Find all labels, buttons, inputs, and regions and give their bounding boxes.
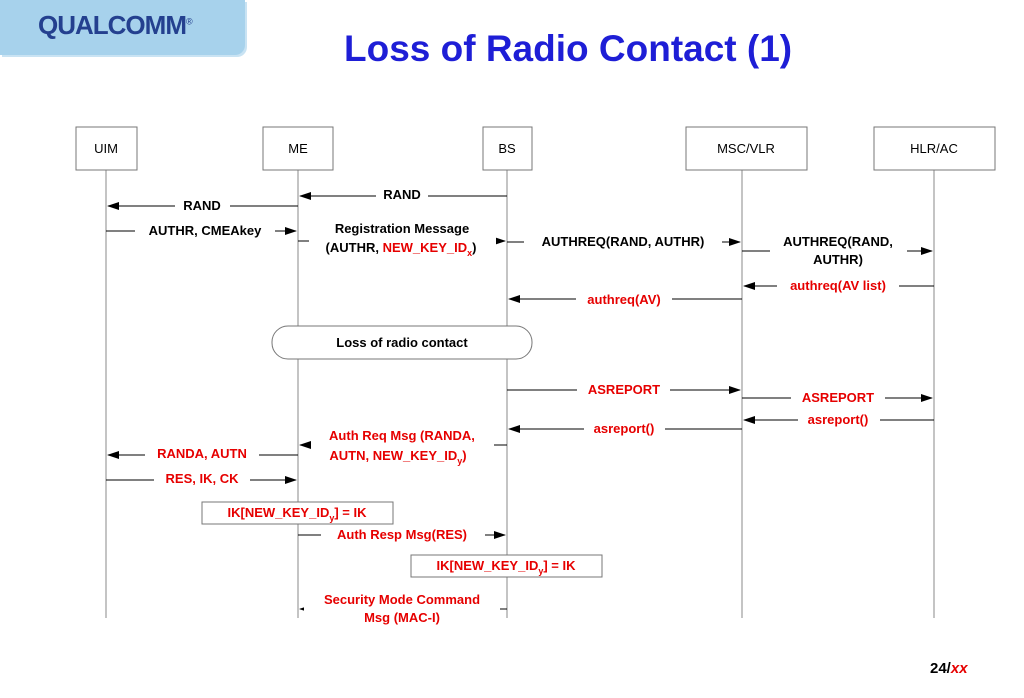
msg-authreq-bs-msc: AUTHREQ(RAND, AUTHR) <box>542 234 705 249</box>
entity-label: HLR/AC <box>910 141 958 156</box>
msg-auth-resp: Auth Resp Msg(RES) <box>337 527 467 542</box>
entity-label: BS <box>498 141 516 156</box>
msg-rand-me-uim: RAND <box>183 198 221 213</box>
entity-hlr-ac: HLR/AC <box>873 126 996 171</box>
ik-box-me <box>201 501 394 525</box>
msg-rand-bs-me: RAND <box>383 187 421 202</box>
msg-asreport-hlr-msc: asreport() <box>808 412 869 427</box>
entity-label: ME <box>288 141 308 156</box>
ik-box-bs-label: IK[NEW_KEY_IDy] = IK <box>436 558 576 576</box>
msg-authreq-av: authreq(AV) <box>587 292 660 307</box>
msg-auth-req-line2: AUTN, NEW_KEY_IDy) <box>329 448 466 466</box>
ik-box-me-label: IK[NEW_KEY_IDy] = IK <box>227 505 367 523</box>
msg-randa-autn: RANDA, AUTN <box>157 446 247 461</box>
qualcomm-logo: QUALCOMM® <box>38 10 193 40</box>
msg-registration-line1: Registration Message <box>335 221 469 236</box>
page-number: 24/xx <box>930 660 968 677</box>
msg-asreport-bs-msc: ASREPORT <box>588 382 660 397</box>
entity-label: UIM <box>94 141 118 156</box>
loss-of-radio-box <box>271 325 533 360</box>
ik-box-bs <box>410 554 603 578</box>
logo-banner: QUALCOMM® <box>0 0 245 55</box>
msg-security-mode-line1: Security Mode Command <box>324 592 480 607</box>
msg-res-ik-ck: RES, IK, CK <box>166 471 240 486</box>
entity-bs: BS <box>482 126 533 171</box>
msg-registration-line2: (AUTHR, NEW_KEY_IDx) <box>326 240 477 258</box>
msg-authr-cmeakey: AUTHR, CMEAkey <box>149 223 262 238</box>
loss-of-radio-label: Loss of radio contact <box>336 335 468 350</box>
msg-auth-req-line1: Auth Req Msg (RANDA, <box>329 428 475 443</box>
msg-security-mode-line2: Msg (MAC-I) <box>364 610 440 625</box>
msg-asreport-msc-hlr: ASREPORT <box>802 390 874 405</box>
entity-me: ME <box>262 126 334 171</box>
entity-label: MSC/VLR <box>717 141 775 156</box>
msg-authreq-av-list: authreq(AV list) <box>790 278 886 293</box>
entity-uim: UIM <box>75 126 138 171</box>
msg-asreport-msc-bs: asreport() <box>594 421 655 436</box>
slide-title: Loss of Radio Contact (1) <box>344 28 793 69</box>
msg-authreq-msc-hlr-line2: AUTHR) <box>813 252 863 267</box>
entity-msc-vlr: MSC/VLR <box>685 126 808 171</box>
msg-authreq-msc-hlr-line1: AUTHREQ(RAND, <box>783 234 893 249</box>
